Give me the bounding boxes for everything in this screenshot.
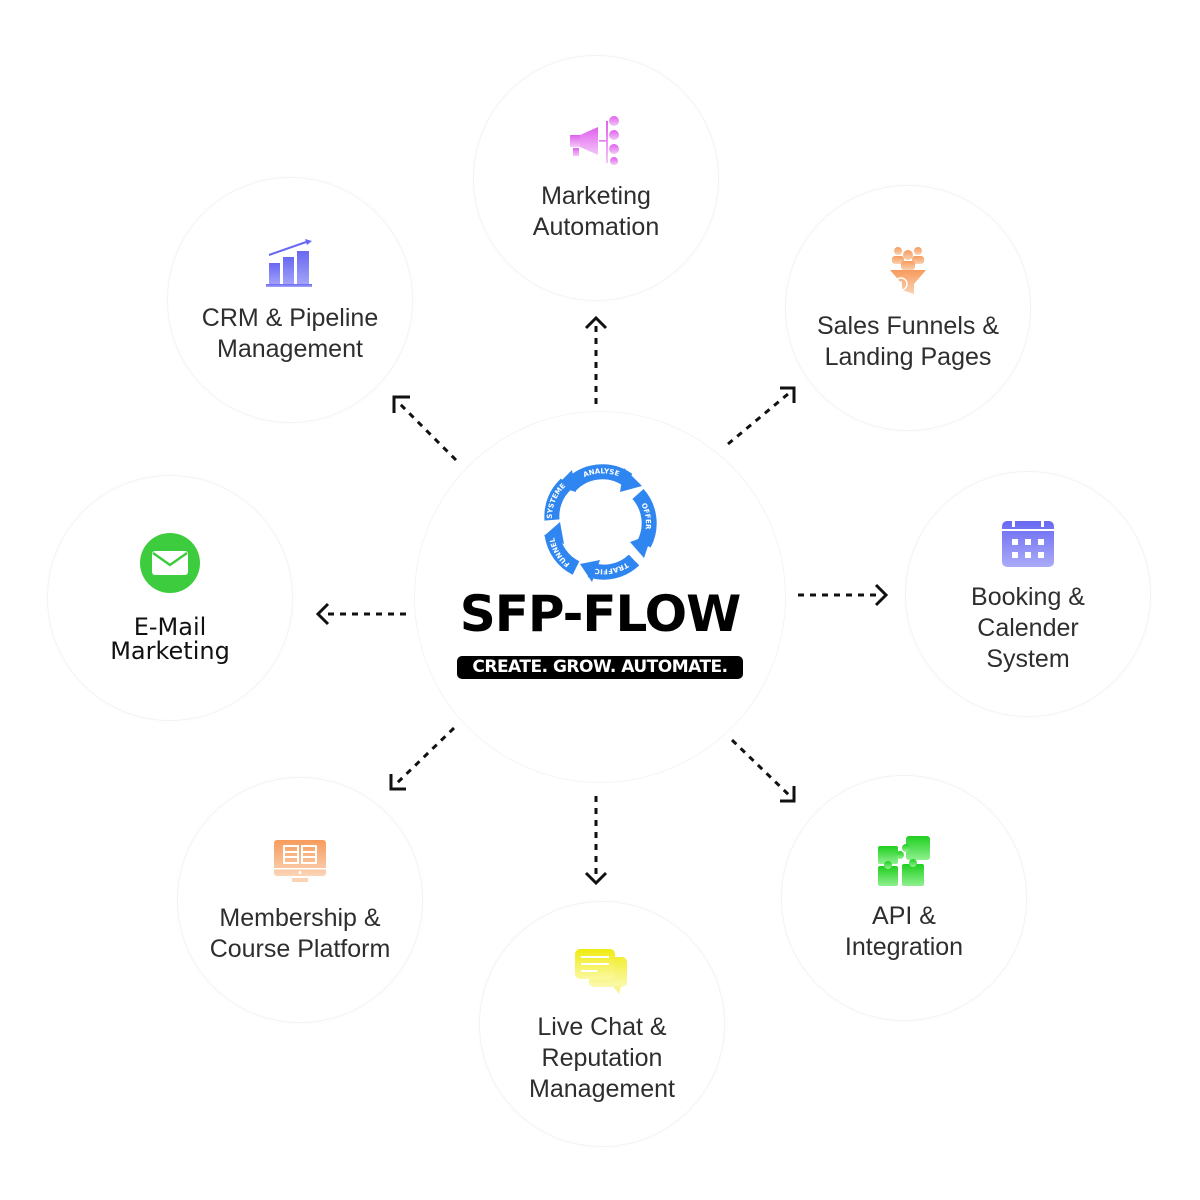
arrowhead-up [584, 315, 608, 330]
node-label: API & Integration [844, 902, 964, 961]
megaphone-network-icon [566, 113, 626, 169]
node-live-chat-reputation[interactable]: Live Chat & Reputation Management [480, 902, 724, 1146]
node-membership-course[interactable]: Membership & Course Platform [178, 778, 422, 1022]
node-marketing-automation[interactable]: Marketing Automation [474, 56, 718, 300]
arrowhead-right [874, 583, 889, 607]
node-label: Sales Funnels & Landing Pages [816, 312, 1000, 371]
bar-chart-trend-icon [260, 235, 320, 291]
node-label: Marketing Automation [532, 182, 660, 241]
arrow-to-membership [394, 726, 456, 786]
chat-bubbles-icon [572, 944, 632, 1000]
envelope-icon [140, 533, 200, 593]
node-sales-funnels[interactable]: Sales Funnels & Landing Pages [786, 186, 1030, 430]
arrowhead-up-right [780, 386, 796, 403]
node-crm-pipeline[interactable]: CRM & Pipeline Management [168, 178, 412, 422]
arrow-to-api [730, 738, 792, 798]
arrowhead-down-left [389, 774, 406, 791]
brand-title: SFP-FLOW [459, 585, 742, 643]
cycle-logo-icon: ANALYSE OFFER TRAFFIC FUNNEL SYSTEME [544, 464, 657, 582]
node-api-integration[interactable]: API & Integration [782, 776, 1026, 1020]
puzzle-icon [874, 833, 934, 889]
node-booking-calendar[interactable]: Booking & Calender System [906, 472, 1150, 716]
node-label: Booking & Calender System [971, 582, 1085, 673]
arrowhead-down [584, 871, 608, 886]
monitor-course-icon [270, 835, 330, 891]
node-label: Membership & Course Platform [209, 904, 391, 963]
node-label: E-Mail Marketing [110, 613, 230, 665]
node-label: CRM & Pipeline Management [201, 304, 379, 363]
calendar-icon [998, 514, 1058, 570]
arrowhead-down-right [780, 786, 796, 803]
arrowhead-up-left [392, 395, 410, 413]
cycle-step-analyse: ANALYSE [582, 467, 620, 479]
node-email-marketing[interactable]: E-Mail Marketing [48, 476, 292, 720]
funnel-people-icon [878, 243, 938, 299]
arrow-to-sales-funnels [727, 392, 789, 446]
brand-tagline: CREATE. GROW. AUTOMATE. [457, 656, 743, 679]
node-label: Live Chat & Reputation Management [529, 1012, 675, 1103]
arrowhead-left [315, 602, 330, 626]
arrow-to-crm [398, 402, 458, 462]
